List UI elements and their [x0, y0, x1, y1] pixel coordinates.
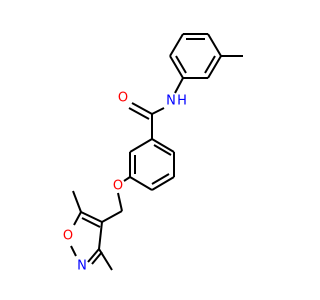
molecule-structure-diagram: O N H O O N: [63, 33, 243, 274]
bonds: [70, 33, 243, 271]
tolyl-bond-5-inner: [175, 55, 187, 74]
ring-to-nitrogen-bond: [174, 77, 184, 94]
amide-nitrogen-label: N: [166, 94, 176, 109]
carbonyl-double-bond-a: [131, 102, 153, 115]
isoxazole-bond-c4-c5-b: [81, 217, 101, 228]
tolyl-bond-5: [169, 55, 184, 79]
ether-oxygen-label: O: [113, 179, 123, 194]
atom-labels: O N H O O N: [63, 91, 187, 274]
nitrogen-to-carbonyl-bond: [151, 107, 165, 115]
benzene-bond-3: [151, 176, 175, 191]
methylene-to-isoxazole-bond: [101, 210, 123, 223]
isoxazole-bond-o-n: [70, 245, 77, 257]
benzene-bond-1: [151, 138, 175, 153]
ring-nitrogen-label: N: [77, 259, 87, 274]
tolyl-bond-6: [169, 33, 184, 57]
carbonyl-double-bond-b: [128, 107, 150, 120]
carbonyl-oxygen-label: O: [118, 91, 128, 106]
benzene-bond-4: [129, 176, 153, 191]
ring-oxygen-label: O: [63, 229, 73, 244]
ring-to-ether-oxygen-bond: [123, 176, 131, 182]
benzene-bond-1-inner: [153, 144, 172, 156]
isoxazole-bond-n-c3-b: [91, 251, 103, 265]
c3-methyl-bond: [98, 248, 113, 271]
tolyl-bond-3-inner: [204, 55, 216, 74]
benzene-bond-3-inner: [151, 173, 170, 185]
isoxazole-bond-c3-c4: [98, 221, 103, 250]
benzene-bond-6: [129, 138, 153, 153]
isoxazole-bond-c5-o: [73, 211, 82, 226]
isoxazole-bond-c4-c5-a: [80, 211, 103, 223]
c5-methyl-bond: [72, 190, 82, 213]
amide-hydrogen-label: H: [177, 94, 187, 109]
tolyl-bond-3: [207, 55, 222, 79]
isoxazole-bond-n-c3-a: [87, 248, 100, 263]
tolyl-bond-2: [207, 33, 222, 57]
ether-oxygen-to-methylene-bond: [117, 192, 123, 212]
